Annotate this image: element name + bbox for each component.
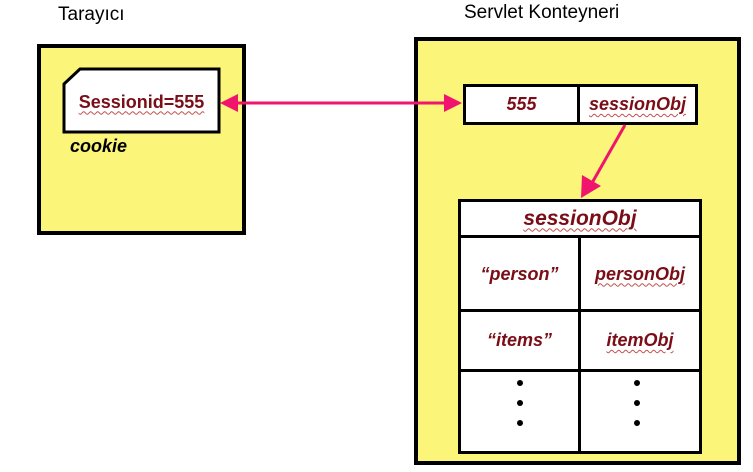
row-key-items: “items”	[486, 330, 553, 350]
browser-title: Tarayıcı	[58, 4, 125, 25]
arrow-head-down-icon	[581, 175, 601, 198]
row-key-person: “person”	[480, 263, 559, 284]
map-value: sessionObj	[588, 94, 687, 114]
arrow-head-right-icon	[444, 94, 462, 112]
container-title: Servlet Konteyneri	[464, 2, 620, 23]
row-value-items: itemObj	[606, 330, 674, 350]
row-value-person: personObj	[594, 263, 685, 284]
session-object-title: sessionObj	[523, 206, 637, 230]
session-link-arrow	[590, 124, 627, 184]
cookie-value: Sessionid=555	[78, 91, 205, 112]
map-entry-divider	[577, 84, 580, 125]
table-column-divider	[578, 238, 581, 451]
table-header-divider	[461, 235, 699, 238]
arrow-head-left-icon	[220, 94, 238, 112]
map-key: 555	[506, 94, 537, 114]
session-map-entry	[463, 84, 698, 125]
cookie-label: cookie	[70, 136, 128, 156]
